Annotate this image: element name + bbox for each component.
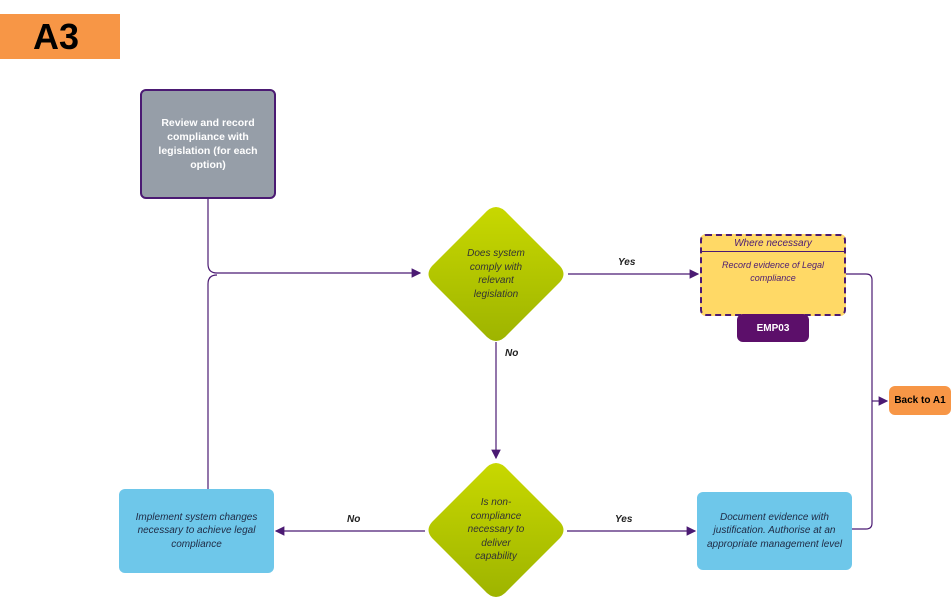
decision2-yes-label: Yes [615,514,633,525]
record-evidence-box[interactable] [700,234,846,316]
decision1-diamond [428,207,564,341]
emp03-label: EMP03 [756,322,790,334]
record-evidence-text: Record evidence of Legal compliance [721,260,825,283]
decision1-text: Does system comply with relevant legisla… [467,248,525,300]
decision2-text: Is non-compliance necessary to deliver c… [467,497,525,563]
document-evidence-text: Document evidence with justification. Au… [706,511,843,550]
back-to-a1-label: Back to A1 [894,395,946,406]
document-evidence-box[interactable]: Document evidence with justification. Au… [697,492,852,570]
decision2-no-label: No [347,514,361,525]
back-to-a1-button[interactable]: Back to A1 [889,386,951,415]
decision1-no-label: No [505,348,519,359]
decision1-yes-label: Yes [618,257,636,268]
decision2-diamond [428,463,564,597]
connector-yellow-to-back [846,273,873,401]
start-process-text: Review and record compliance with legisl… [158,116,258,172]
connector-loop-back [207,274,218,489]
section-badge: A3 [0,14,120,59]
where-necessary-heading: Where necessary [702,236,844,252]
implement-changes-text: Implement system changes necessary to ac… [135,511,258,550]
implement-changes-box[interactable]: Implement system changes necessary to ac… [119,489,274,573]
connector-start-to-decision1 [207,199,422,278]
start-process-box[interactable]: Review and record compliance with legisl… [140,89,276,199]
emp03-tag[interactable]: EMP03 [737,314,809,342]
connector-doc-to-back [852,401,873,530]
